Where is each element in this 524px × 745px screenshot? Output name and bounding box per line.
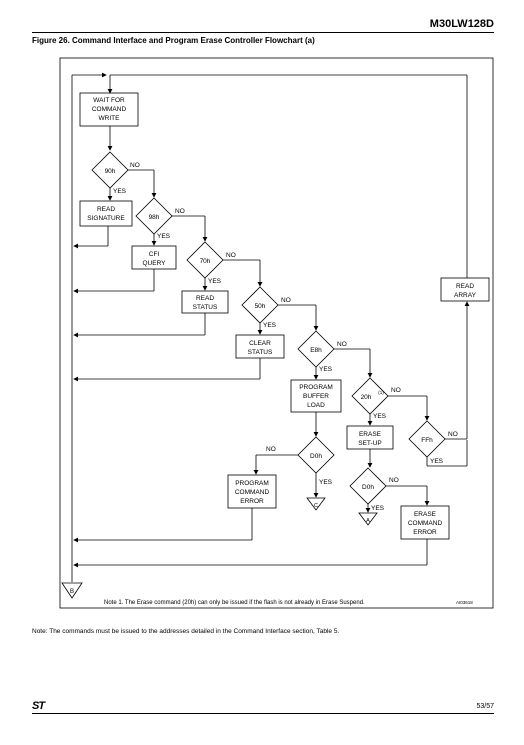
erase-setup-line-1: ERASE: [359, 431, 382, 438]
no-90h: NO: [130, 162, 140, 169]
cfi-line-2: QUERY: [143, 260, 167, 267]
no-e8h: NO: [337, 341, 347, 348]
figure-inner-note: Note 1. The Erase command (20h) can only…: [104, 600, 365, 606]
prog-buf-line-2: BUFFER: [303, 393, 329, 400]
read-signature-line-1: READ: [97, 206, 115, 213]
label-d0h-program: D0h: [310, 453, 322, 460]
prog-buf-line-3: LOAD: [307, 402, 325, 409]
label-20h-note: (1): [378, 390, 384, 395]
label-90h: 90h: [105, 168, 116, 175]
prog-buf-line-1: PROGRAM: [299, 384, 333, 391]
yes-ffh: YES: [430, 458, 444, 465]
label-e8h: E8h: [310, 347, 322, 354]
yes-70h: YES: [208, 278, 222, 285]
wait-line-1: WAIT FOR: [93, 97, 125, 104]
connector-c: [306, 497, 326, 511]
no-20h: NO: [391, 387, 401, 394]
read-status-line-2: STATUS: [193, 304, 218, 311]
connector-b-label: B: [70, 589, 74, 595]
label-98h: 98h: [149, 214, 160, 221]
yes-98h: YES: [157, 233, 171, 240]
connector-b: [61, 582, 83, 599]
erase-err-line-1: ERASE: [414, 511, 437, 518]
yes-20h: YES: [373, 413, 387, 420]
footnote: Note: The commands must be issued to the…: [32, 628, 340, 635]
prog-err-line-3: ERROR: [240, 498, 264, 505]
erase-err-line-2: COMMAND: [408, 520, 443, 527]
cfi-line-1: CFI: [149, 251, 160, 258]
clear-status-line-1: CLEAR: [249, 340, 271, 347]
read-array-box: [440, 277, 490, 302]
no-d0h-program: NO: [266, 446, 276, 453]
yes-d0h-program: YES: [319, 479, 333, 486]
connector-a-label: A: [366, 518, 370, 524]
st-logo: ST: [32, 700, 45, 712]
no-ffh: NO: [448, 431, 458, 438]
page-number: 53/57: [476, 703, 494, 710]
clear-status-line-2: STATUS: [248, 349, 273, 356]
no-d0h-erase: NO: [389, 477, 399, 484]
label-50h: 50h: [255, 303, 266, 310]
read-signature-line-2: SIGNATURE: [87, 215, 125, 222]
erase-command-error-box: [400, 505, 450, 540]
figure-code: AI03618: [456, 600, 473, 605]
yes-d0h-erase: YES: [371, 505, 385, 512]
figure-frame: [59, 57, 494, 609]
read-array-line-1: READ: [456, 283, 474, 290]
yes-e8h: YES: [319, 366, 333, 373]
label-70h: 70h: [200, 258, 211, 265]
wait-box: [79, 92, 139, 127]
figure-title: Figure 26. Command Interface and Program…: [32, 36, 315, 45]
yes-50h: YES: [263, 322, 277, 329]
footer-rule: [32, 713, 494, 714]
wait-line-3: WRITE: [99, 115, 121, 122]
label-d0h-erase: D0h: [362, 484, 374, 491]
prog-err-line-2: COMMAND: [235, 489, 270, 496]
connector-a: [358, 512, 378, 526]
header-rule: [32, 32, 494, 33]
read-array-line-2: ARRAY: [454, 292, 477, 299]
label-ffh: FFh: [421, 437, 433, 444]
connector-c-label: C: [314, 503, 318, 509]
document-id: M30LW128D: [429, 18, 494, 30]
label-20h: 20h: [361, 394, 372, 401]
read-status-line-1: READ: [196, 295, 214, 302]
erase-setup-line-2: SET-UP: [358, 440, 381, 447]
erase-err-line-3: ERROR: [413, 529, 437, 536]
no-50h: NO: [281, 297, 291, 304]
wait-line-2: COMMAND: [92, 106, 127, 113]
no-98h: NO: [175, 208, 185, 215]
no-70h: NO: [226, 252, 236, 259]
prog-err-line-1: PROGRAM: [235, 480, 269, 487]
read-signature-box: [79, 200, 133, 227]
yes-90h: YES: [113, 188, 127, 195]
